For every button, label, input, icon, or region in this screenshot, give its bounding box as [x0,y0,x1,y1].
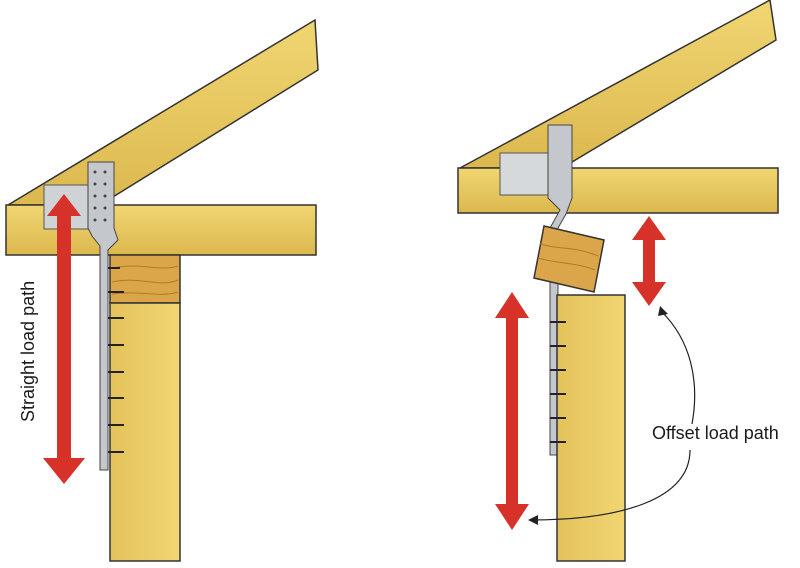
left-strap-nails [108,267,124,453]
upper-offset-arrow [632,216,666,306]
left-twist-strap [87,161,119,471]
straight-load-arrow [43,194,85,484]
left-rafter [5,18,319,206]
right-stud [556,294,626,562]
straight-load-path-label: Straight load path [18,280,38,422]
right-strap-nails [550,321,566,443]
right-hanger-plate [499,152,551,196]
right-rafter [459,0,777,169]
left-stud [109,302,181,562]
callout-leaders [528,306,696,525]
offset-load-path-label: Offset load path [652,423,779,443]
left-top-plate [109,254,181,304]
right-displaced-plate [533,225,605,293]
lower-offset-arrow [495,292,529,530]
left-detail [5,18,319,562]
right-detail [457,0,779,562]
left-nail-holes [93,170,107,222]
